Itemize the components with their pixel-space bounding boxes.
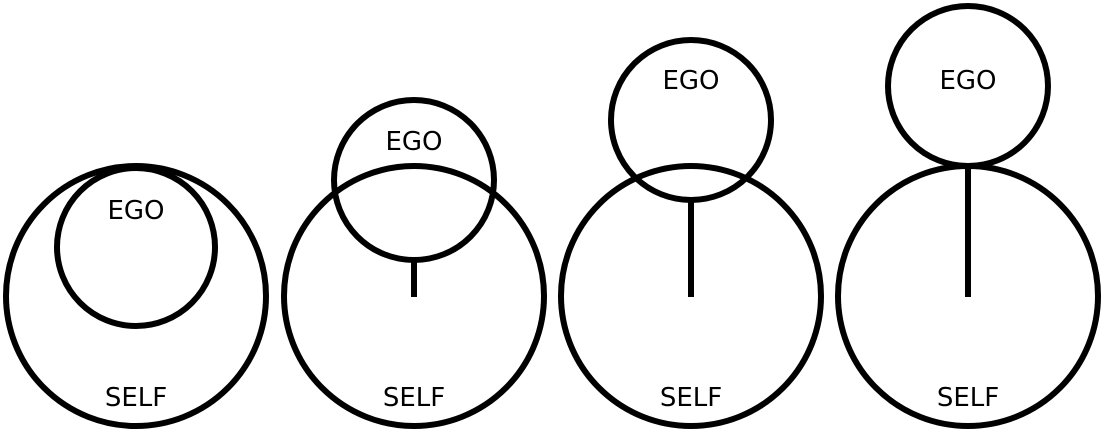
ego-label: EGO: [939, 66, 996, 96]
self-label: SELF: [383, 383, 445, 413]
ego-label: EGO: [385, 127, 442, 157]
self-circle: [558, 163, 824, 429]
self-label: SELF: [937, 383, 999, 413]
self-label: SELF: [105, 383, 167, 413]
stage-1: EGO SELF: [3, 163, 269, 429]
self-label: SELF: [660, 383, 722, 413]
stage-4: EGO SELF: [835, 3, 1101, 429]
ego-circle: [608, 37, 774, 203]
ego-label: EGO: [662, 66, 719, 96]
ego-circle: [54, 165, 218, 329]
ego-label: EGO: [107, 196, 164, 226]
stage-3: EGO SELF: [558, 37, 824, 429]
stage-2: EGO SELF: [281, 97, 547, 429]
self-circle: [281, 163, 547, 429]
